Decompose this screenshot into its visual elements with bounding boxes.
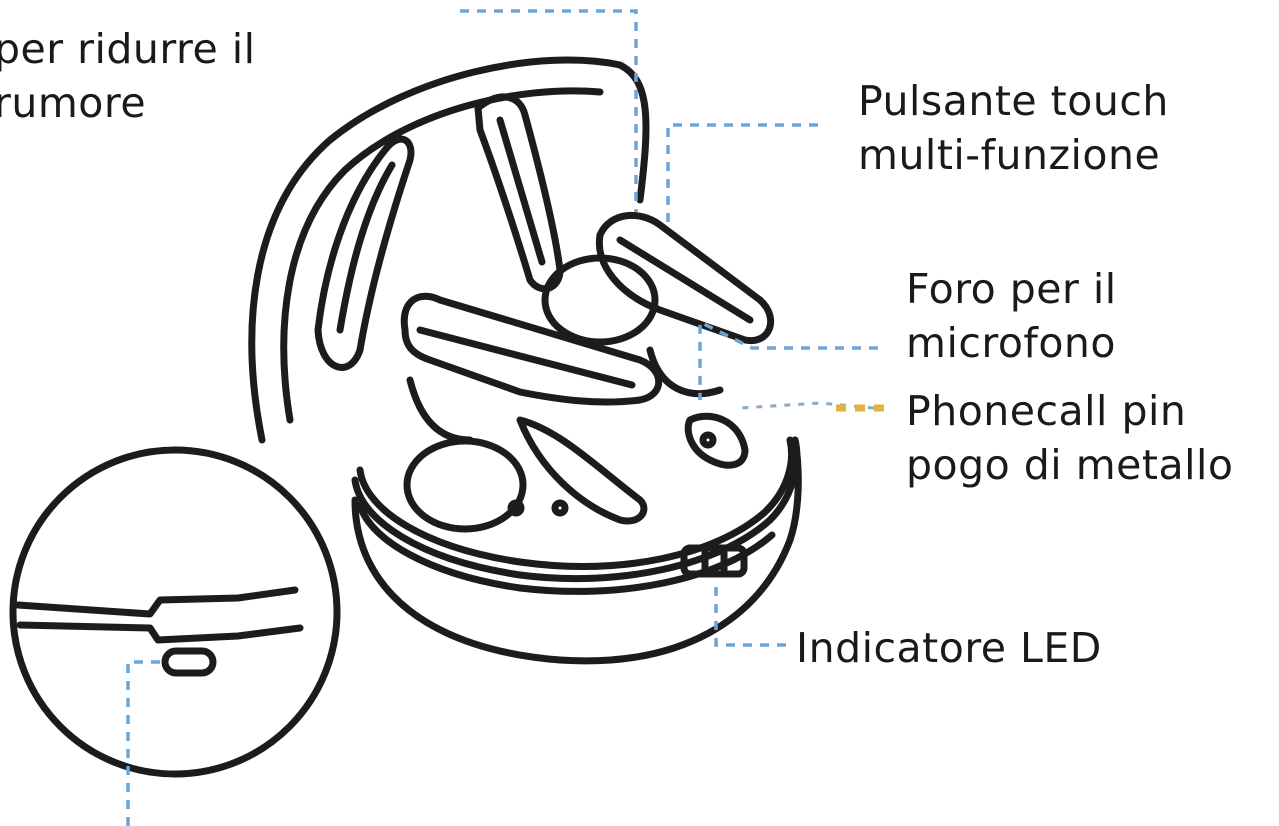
label-touch-line1: Pulsante touch: [858, 77, 1169, 125]
earbud-right-body: [595, 211, 775, 345]
pogo-pin-1: [507, 499, 525, 517]
earbud-left-tip: [403, 437, 527, 533]
label-noise-line2: rumore: [0, 79, 147, 127]
inset-case-edge: [14, 586, 299, 618]
case-lid: [248, 56, 650, 444]
label-touch-line2: multi-funzione: [858, 131, 1161, 179]
leader-lines: [126, 9, 878, 826]
label-noise-line1: per ridurre il: [0, 25, 256, 73]
label-pin-line2: pogo di metallo: [906, 441, 1234, 489]
label-microphone-hole: Foro per il microfono: [906, 262, 1117, 370]
label-noise-reduction: per ridurre il rumore: [0, 22, 256, 130]
led-window: [680, 544, 748, 578]
case-lid-inner: [280, 87, 604, 424]
label-phonecall-pin: Phonecall pin pogo di metallo: [906, 384, 1233, 492]
label-mic-line2: microfono: [906, 319, 1117, 367]
label-touch-button: Pulsante touch multi-funzione: [858, 74, 1169, 182]
label-pin-line1: Phonecall pin: [906, 387, 1187, 435]
pogo-pin-2: [551, 499, 569, 517]
earbud-left-body: [400, 292, 663, 406]
inset-led: [161, 647, 217, 677]
pogo-pin-3: [699, 431, 717, 449]
zoom-inset: [9, 446, 341, 778]
label-led-indicator: Indicatore LED: [796, 621, 1102, 675]
case-base: [351, 436, 802, 665]
label-mic-line1: Foro per il: [906, 265, 1117, 313]
lid-slot-left: [314, 135, 415, 371]
pin-leader: [739, 401, 890, 412]
label-led-line1: Indicatore LED: [796, 624, 1102, 672]
case-rim: [351, 436, 801, 583]
